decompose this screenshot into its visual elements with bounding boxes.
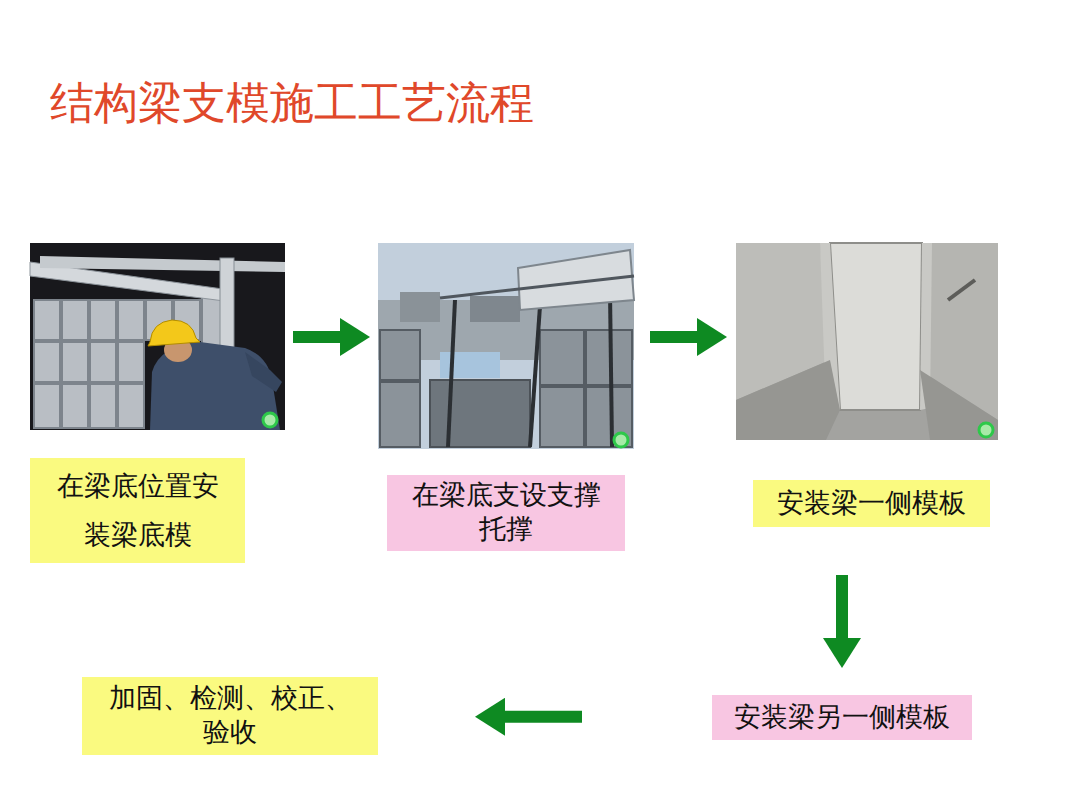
process-step: 安装梁一侧模板 <box>736 243 998 527</box>
flow-arrow <box>836 575 848 653</box>
photo-slot <box>378 243 634 475</box>
flow-arrow <box>293 331 355 343</box>
flow-arrow <box>650 331 712 343</box>
caption-box: 在梁底支设支撑托撑 <box>387 475 625 551</box>
step-text: 加固、检测、校正、验收 <box>100 682 360 750</box>
flow-arrow <box>490 711 582 723</box>
site-photo <box>736 243 998 440</box>
photo-slot <box>30 243 285 458</box>
process-step: 在梁底位置安装梁底模 <box>30 243 285 563</box>
process-step: 在梁底支设支撑托撑 <box>378 243 634 551</box>
caption-box: 在梁底位置安装梁底模 <box>30 458 245 563</box>
site-photo <box>378 243 634 449</box>
caption-box: 安装梁一侧模板 <box>753 480 990 527</box>
step-text: 在梁底支设支撑托撑 <box>405 479 607 547</box>
process-step: 加固、检测、校正、验收 <box>82 677 378 755</box>
step-text: 安装梁一侧模板 <box>777 487 966 521</box>
step-text: 在梁底位置安装梁底模 <box>48 462 227 559</box>
step-text: 安装梁另一侧模板 <box>734 701 950 735</box>
photo-slot <box>736 243 998 480</box>
process-step: 安装梁另一侧模板 <box>712 695 972 740</box>
diagram-title: 结构梁支模施工工艺流程 <box>50 74 534 133</box>
site-photo <box>30 243 285 430</box>
